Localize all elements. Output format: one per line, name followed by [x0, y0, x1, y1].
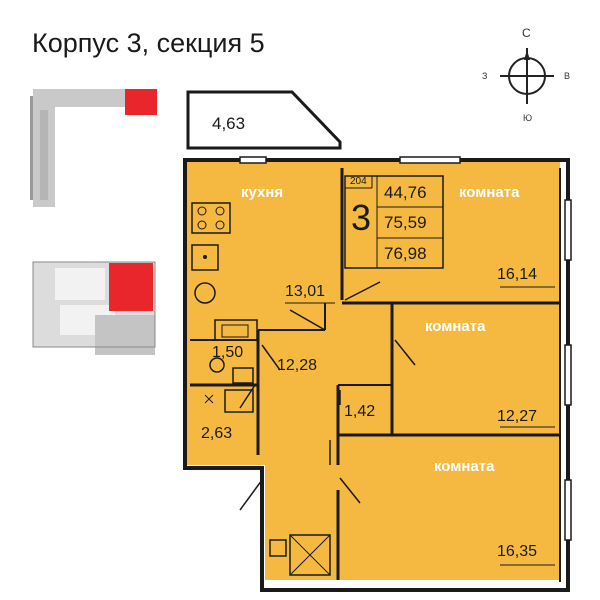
balcony-area: 4,63: [212, 114, 246, 133]
shaft-icon: [269, 534, 331, 576]
wc-area: 1,50: [212, 344, 244, 361]
room3-area: 16,35: [497, 543, 538, 560]
page-title: Корпус 3, секция 5: [32, 28, 265, 58]
washer-icon: [194, 282, 216, 304]
kitchen-sink-icon: [191, 244, 219, 271]
bath-area: 2,63: [201, 425, 233, 442]
compass-west: З: [482, 71, 488, 81]
bathtub-icon: [224, 389, 254, 413]
room2-area: 12,27: [497, 408, 538, 425]
apartment-fill: [187, 162, 560, 580]
compass-east: В: [564, 71, 571, 81]
section-highlight-top: [125, 89, 157, 115]
room-count: 3: [351, 197, 372, 238]
room1-label: комната: [459, 184, 520, 201]
living-area: 44,76: [384, 183, 427, 202]
basin-icon: [232, 367, 254, 384]
room3-label: комната: [434, 458, 495, 475]
stove-icon: [191, 202, 231, 234]
kitchen-label: кухня: [241, 184, 284, 201]
closet-area: 1,42: [344, 403, 376, 420]
building-outline-top: [30, 89, 157, 207]
building-outline-floor: [32, 261, 156, 355]
toilet-icon: [209, 357, 225, 373]
apartment-info-box: [344, 175, 444, 269]
total-with-balcony: 76,98: [384, 244, 427, 263]
section-highlight-floor: [109, 263, 153, 311]
total-area: 75,59: [384, 213, 427, 232]
balcony: [186, 90, 342, 150]
counter-sink-icon: [214, 319, 258, 341]
room1-area: 16,14: [497, 266, 538, 283]
room2-label: комната: [425, 318, 486, 335]
compass-south: Ю: [523, 113, 533, 123]
hall-area: 12,28: [277, 357, 318, 374]
compass-north: С: [522, 26, 531, 40]
kitchen-area: 13,01: [285, 283, 326, 300]
apartment-number: 204: [350, 176, 367, 187]
